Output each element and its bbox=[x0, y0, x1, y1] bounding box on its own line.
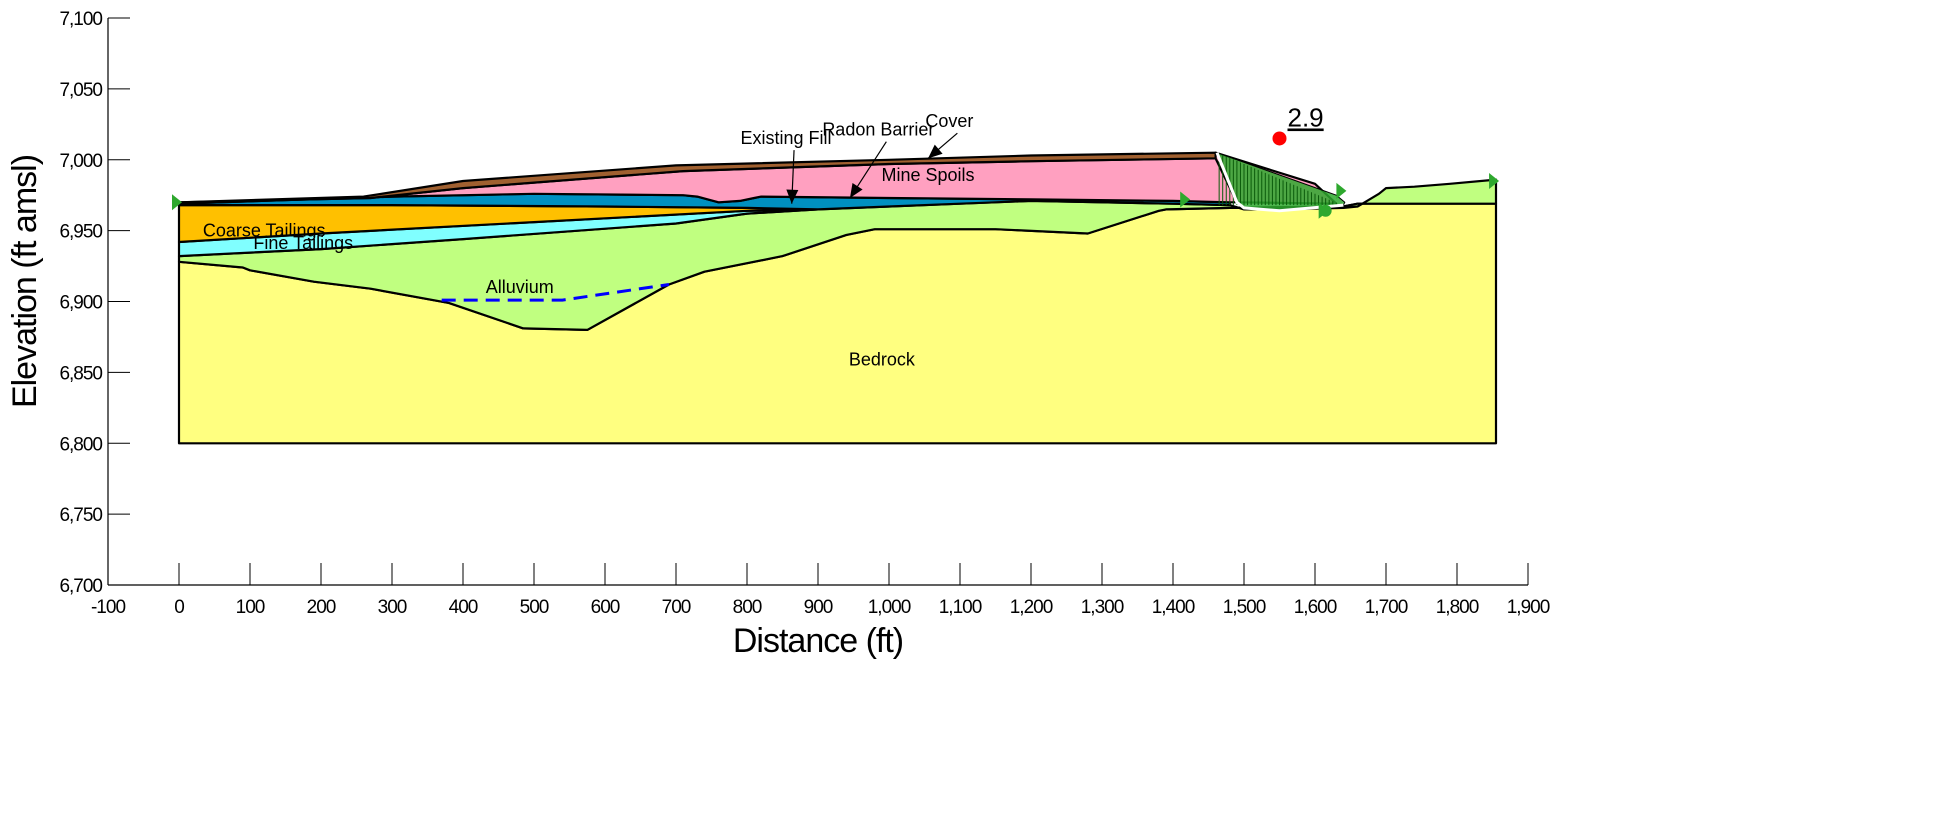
y-axis-title: Elevation (ft amsl) bbox=[6, 155, 44, 408]
boundary-marker bbox=[1336, 182, 1347, 199]
slip-surface-line bbox=[1215, 152, 1344, 213]
factor-of-safety-label: 2.9 bbox=[1288, 102, 1324, 132]
boundary-marker bbox=[1489, 173, 1500, 190]
x-tick-label: 1,900 bbox=[1507, 597, 1550, 618]
x-tick-label: 400 bbox=[449, 597, 478, 618]
y-tick-label: 7,100 bbox=[59, 9, 102, 30]
x-tick-label: 800 bbox=[733, 597, 762, 618]
exit-point-marker bbox=[1319, 204, 1332, 217]
x-axis-title: Distance (ft) bbox=[733, 622, 903, 660]
x-tick-label: 1,300 bbox=[1081, 597, 1124, 618]
x-tick-label: 700 bbox=[662, 597, 691, 618]
critical-center-dot bbox=[1272, 131, 1287, 146]
annotation-arrowhead bbox=[849, 183, 863, 199]
y-tick-label: 6,850 bbox=[59, 363, 102, 384]
y-tick-label: 7,050 bbox=[59, 80, 102, 101]
x-tick-label: -100 bbox=[91, 597, 125, 618]
axes: -100 0 100 200 300 400 500 600 700 800 900 1,000 1,1… bbox=[59, 9, 1551, 618]
x-tick-label: 500 bbox=[520, 597, 549, 618]
label-coarse-tailings: Coarse Tailings bbox=[203, 220, 326, 240]
plot-area: 2.9 bbox=[172, 102, 1500, 445]
boundary-marker bbox=[172, 194, 182, 211]
y-tick-label: 6,800 bbox=[59, 434, 102, 455]
x-axis-ticks: -100 0 100 200 300 400 500 600 700 800 900 1,000 1,1… bbox=[91, 563, 1551, 618]
x-tick-label: 1,800 bbox=[1436, 597, 1479, 618]
y-tick-label: 6,700 bbox=[59, 576, 102, 597]
annotation-radon-barrier: Radon Barrier bbox=[822, 120, 934, 140]
x-tick-label: 300 bbox=[378, 597, 407, 618]
annotation-arrowhead bbox=[786, 189, 799, 204]
x-tick-label: 600 bbox=[591, 597, 620, 618]
label-mine-spoils: Mine Spoils bbox=[882, 165, 975, 185]
x-tick-label: 1,600 bbox=[1294, 597, 1337, 618]
x-tick-label: 1,700 bbox=[1365, 597, 1408, 618]
annotation-cover: Cover bbox=[925, 111, 973, 131]
x-tick-label: 1,400 bbox=[1152, 597, 1195, 618]
boundary-marker bbox=[1180, 191, 1191, 208]
x-tick-label: 1,500 bbox=[1223, 597, 1266, 618]
x-tick-label: 900 bbox=[804, 597, 833, 618]
annotation-arrowhead bbox=[928, 144, 943, 159]
x-tick-label: 0 bbox=[174, 597, 184, 618]
x-tick-label: 100 bbox=[236, 597, 265, 618]
y-tick-label: 6,950 bbox=[59, 222, 102, 243]
annotation-existing-fill: Existing Fill bbox=[741, 128, 832, 148]
y-tick-label: 7,000 bbox=[59, 151, 102, 172]
x-tick-label: 200 bbox=[307, 597, 336, 618]
y-tick-label: 6,900 bbox=[59, 293, 102, 314]
y-tick-label: 6,750 bbox=[59, 505, 102, 526]
label-alluvium: Alluvium bbox=[486, 277, 554, 297]
water-table-line bbox=[441, 283, 670, 302]
label-fine-tailings: Fine Tailings bbox=[253, 233, 353, 253]
x-tick-label: 1,000 bbox=[868, 597, 911, 618]
label-bedrock: Bedrock bbox=[849, 349, 916, 369]
x-tick-label: 1,200 bbox=[1010, 597, 1053, 618]
analysis-overlays: 2.9 bbox=[172, 102, 1500, 302]
x-tick-label: 1,100 bbox=[939, 597, 982, 618]
y-axis-ticks: 6,700 6,750 6,800 6,850 6,900 6,950 7,000 7,050… bbox=[59, 9, 130, 597]
